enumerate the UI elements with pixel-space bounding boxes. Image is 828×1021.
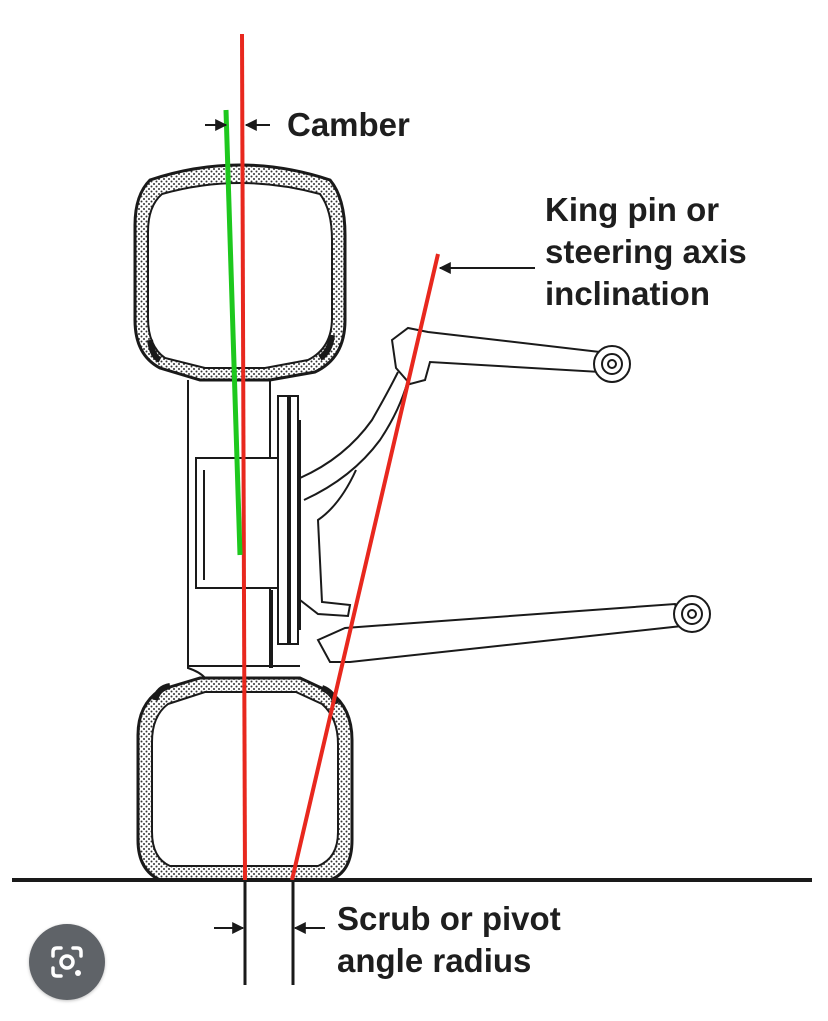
lower-control-arm: [316, 595, 711, 663]
kingpin-label-line-2: steering axis: [545, 233, 747, 270]
scrub-label-line-1: Scrub or pivot: [337, 900, 561, 937]
kingpin-label-line-3: inclination: [545, 275, 710, 312]
scrub-label: Scrub or pivot angle radius: [337, 898, 561, 982]
google-lens-icon: [51, 946, 83, 978]
tire-upper: [133, 163, 347, 382]
steering-axis-line: [290, 253, 440, 881]
wheel-rim: [187, 380, 300, 679]
vertical-reference-line: [240, 33, 247, 881]
camber-label: Camber: [287, 104, 410, 146]
kingpin-label: King pin or steering axis inclination: [545, 189, 747, 315]
kingpin-label-line-1: King pin or: [545, 191, 720, 228]
scrub-dimension: [214, 880, 325, 985]
steering-knuckle: [299, 371, 409, 618]
camber-line: [223, 109, 243, 556]
scrub-label-line-2: angle radius: [337, 942, 532, 979]
lens-button[interactable]: [29, 924, 105, 1000]
camber-label-text: Camber: [287, 106, 410, 143]
brake-disc: [277, 395, 301, 645]
upper-control-arm: [390, 326, 631, 386]
